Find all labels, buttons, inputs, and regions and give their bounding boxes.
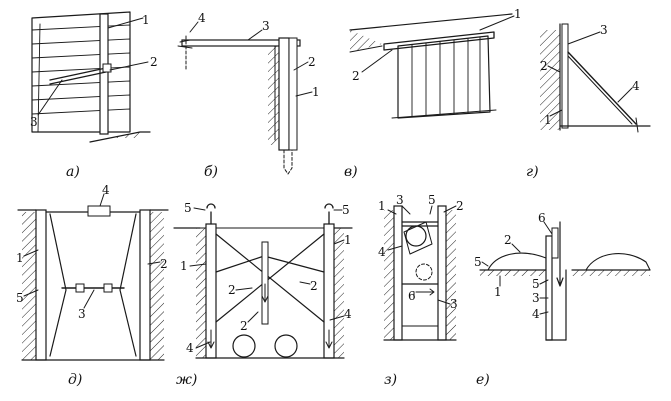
caption-e: е): [476, 372, 490, 388]
label-zh-2-center: 2: [240, 319, 248, 333]
panel-b-cantilever: [177, 21, 313, 175]
label-g-2: 2: [540, 59, 548, 73]
caption-a: а): [66, 164, 80, 180]
label-d-5: 5: [16, 291, 24, 305]
label-e-3: 3: [532, 291, 540, 305]
panel-a-sheeting: [31, 11, 151, 143]
label-z-5: 5: [428, 193, 436, 207]
label-e-5-left: 5: [474, 255, 482, 269]
label-zh-5-right: 5: [342, 203, 350, 217]
label-b-1: 1: [312, 85, 320, 99]
panel-zh-shield: [173, 203, 353, 359]
panel-z-narrow: [383, 205, 457, 341]
label-a-3: 3: [30, 115, 38, 129]
label-zh-2-right: 2: [310, 279, 318, 293]
label-d-4: 4: [102, 183, 110, 197]
label-b-4: 4: [198, 11, 206, 25]
caption-v: в): [344, 164, 358, 180]
label-z-1: 1: [378, 199, 386, 213]
label-v-2: 2: [352, 69, 360, 83]
label-b-3: 3: [262, 19, 270, 33]
label-z-3-bottom: 3: [450, 297, 458, 311]
caption-z: з): [384, 372, 397, 388]
caption-b: б): [204, 164, 218, 180]
label-z-4: 4: [378, 245, 386, 259]
panel-e-spoil: [479, 221, 651, 341]
label-zh-1-left: 1: [180, 259, 188, 273]
panel-v-wall: [349, 13, 515, 119]
caption-zh: ж): [176, 372, 197, 388]
label-g-4: 4: [632, 79, 640, 93]
label-e-6: 6: [538, 211, 546, 225]
label-zh-2-left: 2: [228, 283, 236, 297]
label-d-1: 1: [16, 251, 24, 265]
label-g-3: 3: [600, 23, 608, 37]
label-a-1: 1: [142, 13, 150, 27]
label-g-1: 1: [544, 113, 552, 127]
label-d-3: 3: [78, 307, 86, 321]
panel-d-screw-strut: [17, 193, 169, 361]
label-e-5: 5: [532, 277, 540, 291]
label-zh-1-right: 1: [344, 233, 352, 247]
label-z-6: 6: [408, 289, 416, 303]
label-d-2: 2: [160, 257, 168, 271]
caption-d: д): [68, 372, 82, 388]
label-a-2: 2: [150, 55, 158, 69]
panel-g-braced: [540, 23, 651, 133]
label-b-2: 2: [308, 55, 316, 69]
label-e-4: 4: [532, 307, 540, 321]
label-e-1: 1: [494, 285, 502, 299]
label-zh-4-left: 4: [186, 341, 194, 355]
label-e-2: 2: [504, 233, 512, 247]
label-v-1: 1: [514, 7, 522, 21]
label-z-3-top: 3: [396, 193, 404, 207]
label-zh-5-left: 5: [184, 201, 192, 215]
caption-g: г): [526, 164, 539, 180]
label-z-2: 2: [456, 199, 464, 213]
label-zh-4-right: 4: [344, 307, 352, 321]
